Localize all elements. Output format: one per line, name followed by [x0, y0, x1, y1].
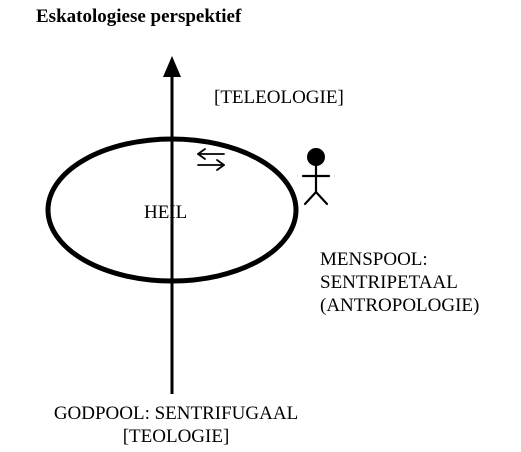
vertical-axis-arrow: [163, 56, 181, 394]
heil-label: HEIL: [144, 202, 188, 223]
stick-figure-icon: [301, 148, 331, 206]
menspool-label: MENSPOOL: SENTRIPETAAL (ANTROPOLOGIE): [320, 248, 479, 317]
menspool-line-2: SENTRIPETAAL: [320, 272, 458, 293]
godpool-line-1: GODPOOL: SENTRIFUGAAL: [53, 403, 299, 424]
godpool-label: GODPOOL: SENTRIFUGAAL [TEOLOGIE]: [0, 402, 352, 448]
heil-ellipse: [45, 136, 299, 284]
left-right-arrows-icon: [197, 148, 225, 171]
teleologie-label: [TELEOLOGIE]: [214, 87, 344, 108]
godpool-line-2: [TEOLOGIE]: [122, 426, 230, 447]
menspool-line-1: MENSPOOL:: [320, 249, 428, 270]
diagram-title: Eskatologiese perspektief: [36, 6, 242, 27]
menspool-line-3: (ANTROPOLOGIE): [320, 295, 480, 316]
